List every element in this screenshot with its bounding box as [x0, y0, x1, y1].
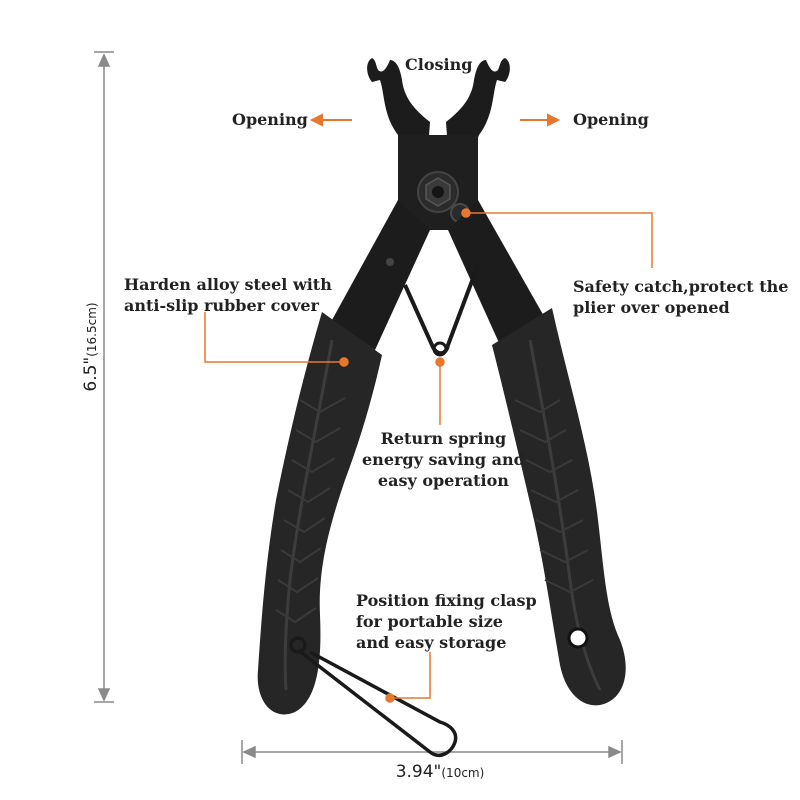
harden-steel-label: Harden alloy steel with anti-slip rubber… — [124, 275, 332, 315]
height-dimension-main: 6.5" — [81, 356, 101, 392]
callout-safety — [461, 208, 653, 268]
opening-right-arrow — [520, 113, 561, 127]
height-dimension-line — [94, 51, 114, 703]
left-grip — [257, 312, 382, 715]
right-grip — [492, 308, 626, 706]
opening-right-label: Opening — [573, 110, 649, 129]
callout-spring — [435, 357, 445, 425]
width-dimension-label: 3.94"(10cm) — [370, 762, 510, 782]
height-dimension-sub: (16.5cm) — [85, 302, 99, 357]
callout-harden — [204, 312, 349, 367]
closing-label: Closing — [405, 55, 473, 74]
opening-left-arrow — [309, 113, 352, 127]
left-jaw — [367, 58, 430, 160]
right-jaw — [446, 58, 510, 160]
grip-hole — [567, 627, 589, 649]
plier-body — [332, 58, 545, 350]
return-spring — [403, 264, 480, 357]
position-clasp — [289, 636, 458, 757]
opening-left-label: Opening — [232, 110, 308, 129]
callout-clasp — [385, 652, 431, 703]
width-dimension-main: 3.94" — [395, 762, 442, 782]
safety-catch-label: Safety catch,protect the plier over open… — [573, 277, 789, 317]
position-clasp-label: Position fixing clasp for portable size … — [356, 591, 537, 652]
height-dimension-label: 6.5"(16.5cm) — [81, 262, 105, 432]
return-spring-label: Return spring energy saving and easy ope… — [362, 429, 525, 490]
width-dimension-sub: (10cm) — [441, 766, 485, 780]
